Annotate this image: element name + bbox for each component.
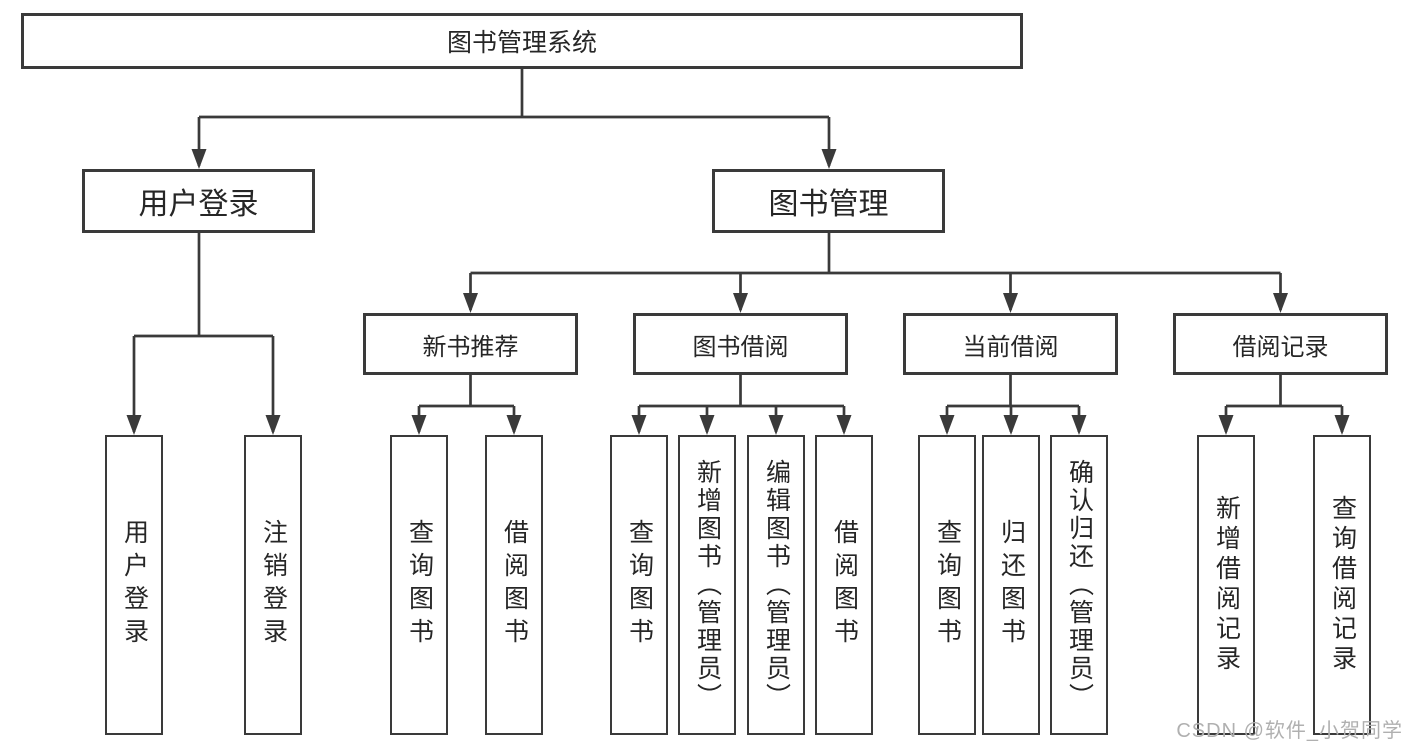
leaf-add-books-admin-label: 新增图书（管理员） [693, 459, 722, 711]
leaf-user-login: 用户登录 [105, 435, 163, 735]
leaf-confirm-return-admin-label: 确认归还（管理员） [1065, 459, 1094, 711]
leaf-add-borrow-record: 新增借阅记录 [1197, 435, 1255, 735]
leaf-add-books-admin: 新增图书（管理员） [678, 435, 736, 735]
leaf-borrow-books-label: 借阅图书 [830, 519, 859, 651]
leaf-confirm-return-admin: 确认归还（管理员） [1050, 435, 1108, 735]
leaf-query-books-borrow-label: 查询图书 [625, 519, 654, 651]
leaf-user-login-label: 用户登录 [120, 519, 149, 651]
node-system-root: 图书管理系统 [21, 13, 1023, 69]
node-current-borrow: 当前借阅 [903, 313, 1118, 375]
watermark: CSDN @软件_小贺同学 [1176, 720, 1403, 742]
leaf-borrow-books: 借阅图书 [815, 435, 873, 735]
leaf-logout-label: 注销登录 [259, 519, 288, 651]
leaf-borrow-books-recommend: 借阅图书 [485, 435, 543, 735]
leaf-edit-books-admin: 编辑图书（管理员） [747, 435, 805, 735]
leaf-query-books-current: 查询图书 [918, 435, 976, 735]
node-book-management: 图书管理 [712, 169, 945, 233]
node-new-book-recommend: 新书推荐 [363, 313, 578, 375]
node-user-login: 用户登录 [82, 169, 315, 233]
leaf-query-borrow-record: 查询借阅记录 [1313, 435, 1371, 735]
leaf-add-borrow-record-label: 新增借阅记录 [1212, 495, 1241, 675]
leaf-return-books-label: 归还图书 [997, 519, 1026, 651]
leaf-edit-books-admin-label: 编辑图书（管理员） [762, 459, 791, 711]
leaf-query-books-recommend-label: 查询图书 [405, 519, 434, 651]
connector-path [132, 69, 1344, 432]
leaf-query-books-borrow: 查询图书 [610, 435, 668, 735]
node-book-borrow: 图书借阅 [633, 313, 848, 375]
leaf-borrow-books-recommend-label: 借阅图书 [500, 519, 529, 651]
node-borrow-records: 借阅记录 [1173, 313, 1388, 375]
leaf-return-books: 归还图书 [982, 435, 1040, 735]
leaf-query-books-current-label: 查询图书 [933, 519, 962, 651]
leaf-query-books-recommend: 查询图书 [390, 435, 448, 735]
leaf-query-borrow-record-label: 查询借阅记录 [1328, 495, 1357, 675]
leaf-logout: 注销登录 [244, 435, 302, 735]
